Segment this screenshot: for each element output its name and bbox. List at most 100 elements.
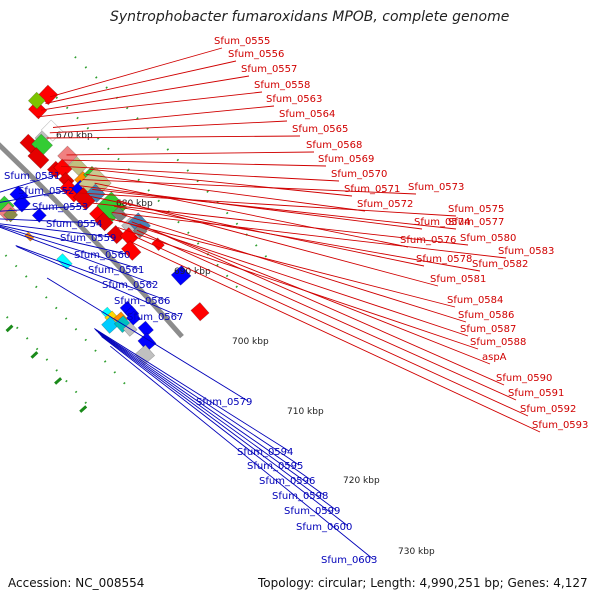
- gene-feature: [170, 265, 192, 286]
- gene-label-forward: Sfum_0580: [460, 233, 516, 244]
- gene-label-forward: Sfum_0583: [498, 246, 554, 257]
- forward-leader-line: [134, 235, 529, 417]
- accession-text: Accession: NC_008554: [8, 576, 145, 590]
- forward-leader-line: [85, 173, 366, 212]
- gene-feature: [137, 332, 157, 352]
- forward-leader-line: [136, 229, 517, 401]
- gene-label-forward: Sfum_0564: [279, 109, 335, 120]
- reverse-leader-line: [101, 336, 349, 527]
- gene-label-forward: Sfum_0578: [416, 254, 472, 265]
- reverse-leader-line: [0, 205, 85, 212]
- gene-label-forward: Sfum_0581: [430, 274, 486, 285]
- reverse-leader-line: [16, 246, 180, 317]
- gene-feature: [53, 158, 73, 178]
- gene-label-reverse: Sfum_0595: [247, 461, 303, 472]
- tick-label: 700 kbp: [232, 337, 269, 347]
- guide-arc-3: [74, 56, 271, 261]
- forward-leader-line: [139, 223, 505, 386]
- gene-label-forward: Sfum_0591: [508, 388, 564, 399]
- tick-label: 710 kbp: [287, 407, 324, 417]
- gene-label-forward: Sfum_0557: [241, 64, 297, 75]
- reverse-leader-line: [0, 226, 155, 285]
- reverse-leader-line: [15, 245, 167, 301]
- gene-label-forward: Sfum_0573: [408, 182, 464, 193]
- gene-label-reverse: Sfum_0599: [284, 506, 340, 517]
- gene-feature: [56, 253, 73, 270]
- reverse-leader-line: [94, 328, 290, 452]
- forward-leader-line: [111, 211, 507, 259]
- gene-label-forward: Sfum_0555: [214, 36, 270, 47]
- gene-label-forward: Sfum_0577: [448, 217, 504, 228]
- forward-leader-line: [49, 47, 223, 98]
- forward-leader-line: [80, 185, 423, 230]
- gene-label-forward: Sfum_0593: [532, 420, 588, 431]
- gene-label-reverse: Sfum_0596: [259, 476, 315, 487]
- gene-feature: [106, 224, 126, 245]
- gene-label-forward: Sfum_0584: [447, 295, 503, 306]
- tick-label: 720 kbp: [343, 476, 380, 486]
- gene-label-forward: Sfum_0588: [470, 337, 526, 348]
- gene-feature: [3, 207, 19, 223]
- gene-feature: [120, 240, 142, 261]
- forward-leader-line: [131, 221, 491, 365]
- forward-leader-line: [121, 213, 467, 323]
- forward-leader-line: [49, 120, 288, 134]
- tick-label: 690 kbp: [174, 267, 211, 277]
- reverse-leader-line: [0, 223, 113, 238]
- forward-leader-line: [92, 188, 457, 230]
- gene-label-reverse: Sfum_0562: [102, 280, 158, 291]
- tick-mark: [5, 324, 14, 333]
- guide-arc-2: [45, 86, 239, 289]
- forward-leader-line: [94, 182, 409, 248]
- gene-label-forward: Sfum_0565: [292, 124, 348, 135]
- gene-label-forward: Sfum_0575: [448, 204, 504, 215]
- gene-feature: [94, 212, 114, 232]
- gene-label-forward: Sfum_0556: [228, 49, 284, 60]
- forward-leader-line: [63, 159, 327, 167]
- reverse-leader-line: [0, 218, 99, 224]
- gene-label-forward: Sfum_0563: [266, 94, 322, 105]
- map-title: Syntrophobacter fumaroxidans MPOB, compl…: [110, 9, 510, 25]
- forward-leader-line: [45, 60, 237, 104]
- reverse-leader-line: [0, 174, 57, 193]
- genome-summary-text: Topology: circular; Length: 4,990,251 bp…: [258, 576, 588, 590]
- gene-label-forward: aspA: [482, 352, 507, 363]
- gene-label-reverse: Sfum_0567: [127, 312, 183, 323]
- gene-label-forward: Sfum_0558: [254, 80, 310, 91]
- gene-feature: [27, 91, 46, 110]
- gene-label-reverse: Sfum_0566: [114, 296, 170, 307]
- reverse-leader-line: [0, 189, 71, 203]
- gene-label-forward: Sfum_0568: [306, 140, 362, 151]
- tick-mark: [79, 405, 88, 413]
- gene-feature: [27, 146, 50, 170]
- tick-mark: [54, 377, 63, 385]
- gene-label-forward: Sfum_0587: [460, 324, 516, 335]
- tick-mark: [30, 351, 39, 359]
- gene-label-forward: Sfum_0592: [520, 404, 576, 415]
- backbone-arc: [0, 142, 184, 339]
- gene-feature: [40, 119, 63, 142]
- gene-feature: [137, 320, 154, 338]
- reverse-leader-line: [0, 225, 141, 270]
- forward-leader-line: [109, 218, 456, 308]
- reverse-leader-line: [46, 277, 249, 402]
- gene-label-forward: Sfum_0590: [496, 373, 552, 384]
- tick-label: 670 kbp: [56, 131, 93, 141]
- forward-leader-line: [46, 135, 301, 139]
- gene-feature: [101, 316, 119, 334]
- gene-label-reverse: Sfum_0554: [46, 219, 102, 230]
- gene-label-reverse: Sfum_0600: [296, 522, 352, 533]
- gene-label-forward: Sfum_0569: [318, 154, 374, 165]
- forward-leader-line: [116, 199, 439, 287]
- forward-leader-line: [89, 168, 353, 197]
- gene-label-forward: Sfum_0586: [458, 310, 514, 321]
- reverse-leader-line: [95, 330, 312, 481]
- gene-label-forward: Sfum_0582: [472, 259, 528, 270]
- tick-label: 680 kbp: [116, 199, 153, 209]
- reverse-leader-line: [110, 345, 374, 560]
- gene-label-reverse: Sfum_0553: [32, 202, 88, 213]
- gene-label-reverse: Sfum_0552: [18, 186, 74, 197]
- forward-leader-line: [117, 227, 479, 350]
- forward-leader-line: [114, 205, 481, 272]
